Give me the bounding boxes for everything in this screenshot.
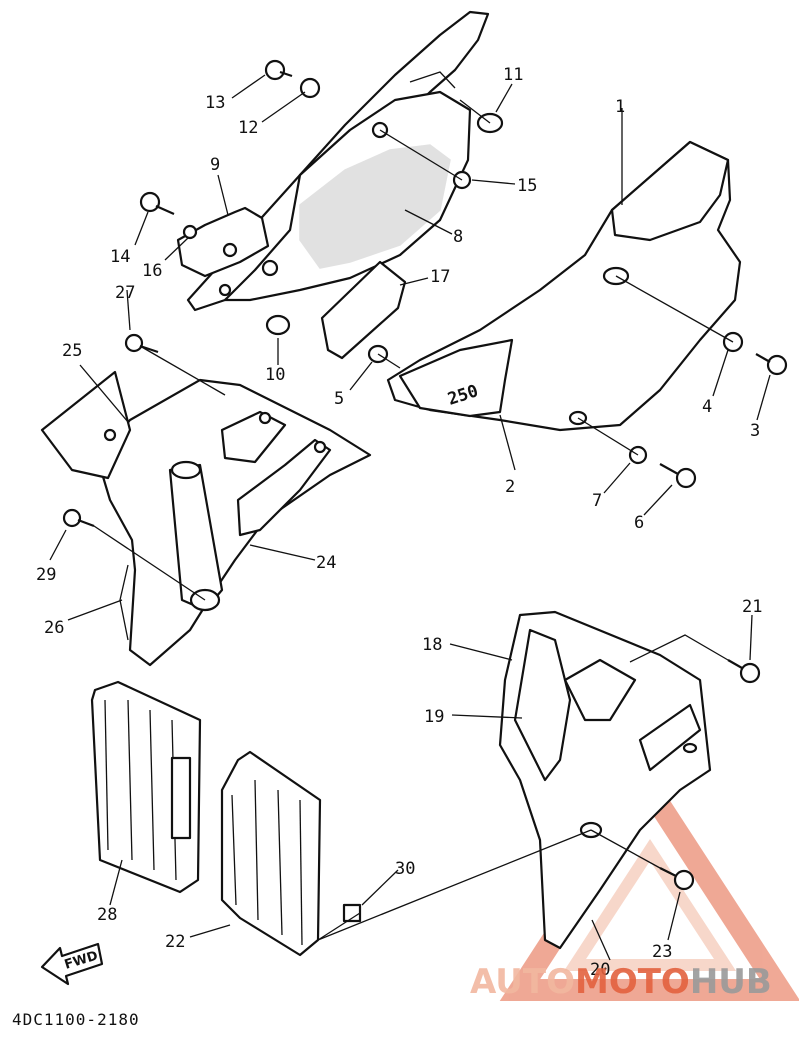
- bolt-27: [124, 333, 159, 354]
- watermark-part2: MOTO: [575, 962, 690, 1002]
- callout-17: 17: [430, 267, 450, 287]
- part-code: 4DC1100-2180: [12, 1010, 140, 1029]
- callout-19: 19: [424, 707, 444, 727]
- washer-16: [182, 224, 198, 240]
- washer-12: [299, 77, 321, 99]
- callout-23: 23: [652, 942, 672, 962]
- watermark-part1: AUTO: [470, 962, 575, 1002]
- side-cover-number-plate: [96, 378, 372, 667]
- callout-16: 16: [142, 261, 162, 281]
- side-cover-left-rear: [186, 10, 490, 312]
- callout-4: 4: [702, 397, 712, 417]
- bolt-29: [62, 508, 95, 528]
- grommet-10: [265, 314, 291, 336]
- callout-labels: 1 2 3 4 5 6 7 8 9 10 11 12 13 14 15 16 1…: [36, 65, 762, 980]
- callout-18: 18: [422, 635, 442, 655]
- callout-7: 7: [592, 491, 602, 511]
- callout-22: 22: [165, 932, 185, 952]
- watermark-text: AUTOMOTOHUB: [470, 962, 772, 1002]
- decal-9: [176, 206, 270, 278]
- callout-28: 28: [97, 905, 117, 925]
- svg-text:AUTOMOTOHUB: AUTOMOTOHUB: [470, 962, 772, 1002]
- side-cover-right: 250: [386, 140, 742, 432]
- callout-30: 30: [395, 859, 415, 879]
- callout-5: 5: [334, 389, 344, 409]
- callout-29: 29: [36, 565, 56, 585]
- bolt-6: [659, 463, 697, 489]
- callout-2: 2: [505, 477, 515, 497]
- radiator-guard-28: [90, 680, 202, 894]
- bolt-13: [264, 59, 293, 81]
- callout-1: 1: [615, 97, 625, 117]
- callout-9: 9: [210, 155, 220, 175]
- callout-21: 21: [742, 597, 762, 617]
- radiator-guard-22: [220, 750, 322, 957]
- callout-3: 3: [750, 421, 760, 441]
- callout-20: 20: [590, 960, 610, 980]
- callout-15: 15: [517, 176, 537, 196]
- callout-11: 11: [503, 65, 523, 85]
- callout-26: 26: [44, 618, 64, 638]
- radiator-shroud-18: [498, 610, 712, 950]
- callout-8: 8: [453, 227, 463, 247]
- callout-leaders: [49, 74, 771, 961]
- decal-17: [320, 260, 407, 360]
- bolt-3: [755, 353, 788, 376]
- callout-24: 24: [316, 553, 336, 573]
- bolt-21: [727, 659, 761, 684]
- callout-14: 14: [110, 247, 130, 267]
- watermark-part3: HUB: [690, 962, 772, 1002]
- bolt-14: [139, 191, 175, 216]
- callout-25: 25: [62, 341, 82, 361]
- callout-10: 10: [265, 365, 285, 385]
- bolt-23: [659, 867, 695, 891]
- assembly-lines: [93, 99, 734, 941]
- callout-27: 27: [115, 283, 135, 303]
- fwd-arrow-icon: FWD: [40, 942, 104, 986]
- decal-26: [119, 564, 129, 641]
- callout-6: 6: [634, 513, 644, 533]
- callout-12: 12: [238, 118, 258, 138]
- callout-13: 13: [205, 93, 225, 113]
